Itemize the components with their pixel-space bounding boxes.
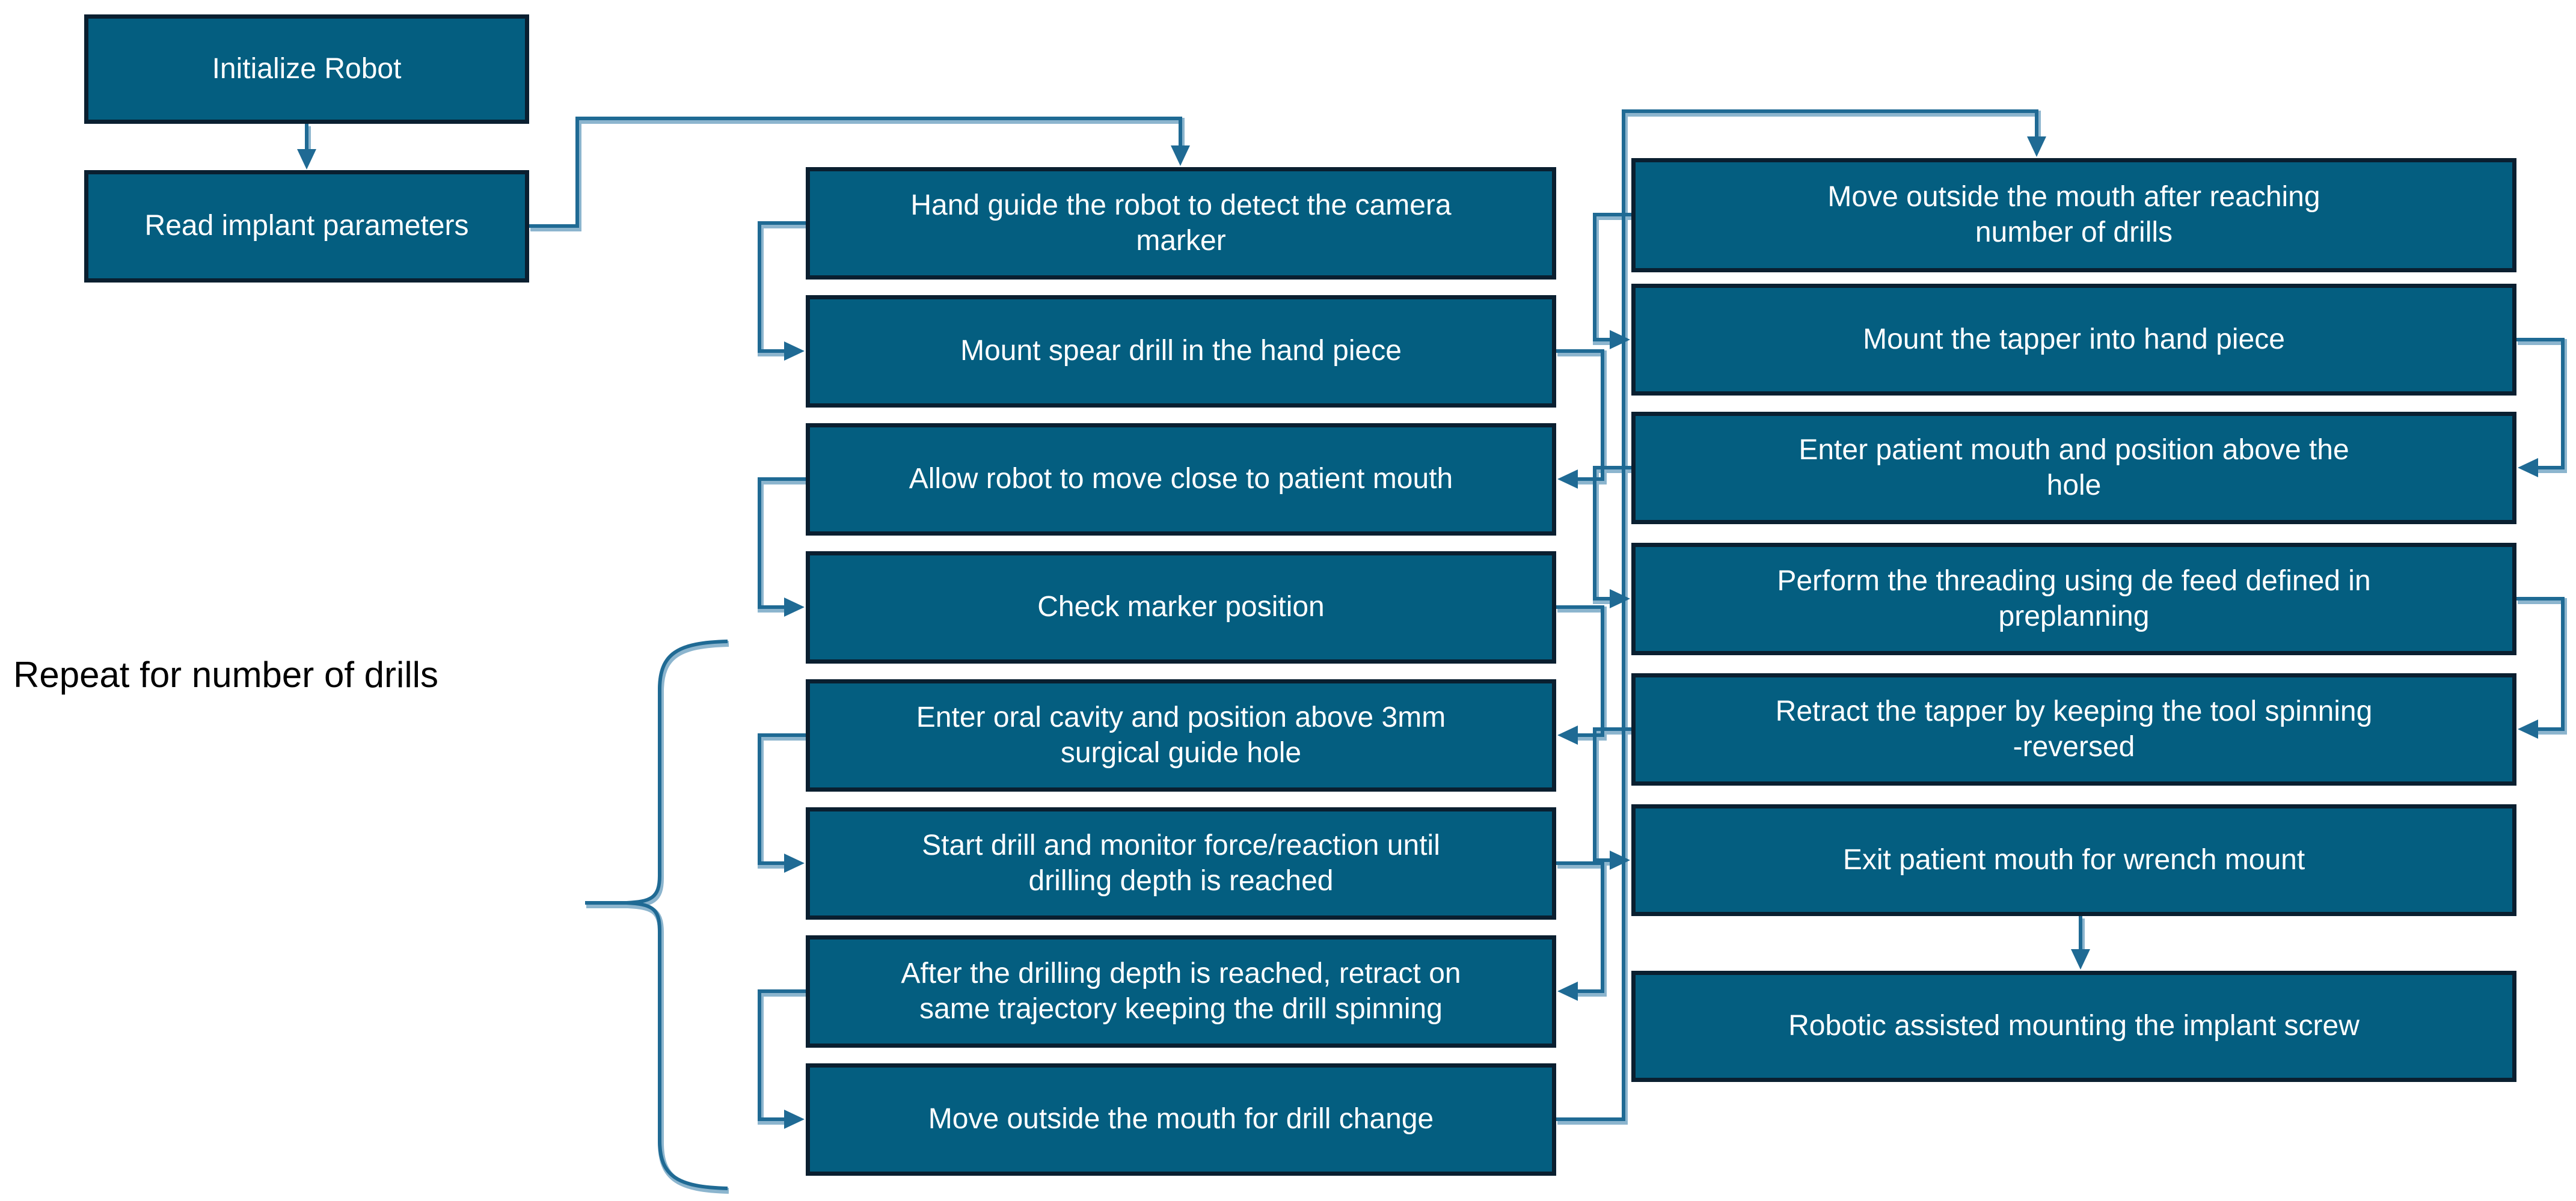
flow-node-robotic-mount-implant-screw: Robotic assisted mounting the implant sc… <box>1631 971 2516 1082</box>
edge-start-drill-monitor--retract-after-depth <box>1556 861 1604 993</box>
flow-node-retract-after-depth: After the drilling depth is reached, ret… <box>806 935 1556 1048</box>
edge-perform-threading--retract-tapper-reversed <box>2518 598 2567 735</box>
arrowhead-enter-patient-mouth--perform-threading <box>1610 589 1630 608</box>
edge-mount-spear-drill--allow-robot-close <box>1556 349 1604 481</box>
arrowhead-check-marker-position--enter-oral-cavity <box>1557 726 1578 745</box>
flow-node-mount-spear-drill: Mount spear drill in the hand piece <box>806 295 1556 408</box>
flow-node-enter-patient-mouth: Enter patient mouth and position above t… <box>1631 412 2516 524</box>
edge-enter-patient-mouth--perform-threading <box>1593 466 1631 600</box>
edge-retract-after-depth--move-outside-drill-change <box>758 991 807 1125</box>
flow-node-read-implant-parameters: Read implant parameters <box>84 170 529 283</box>
flow-node-hand-guide-detect-marker: Hand guide the robot to detect the camer… <box>806 167 1556 280</box>
edge-move-outside-after-drills--mount-tapper <box>1593 213 1631 341</box>
edge-mount-spear-drill--allow-robot-close <box>1557 350 1607 484</box>
arrowhead-enter-oral-cavity--start-drill-monitor <box>784 854 805 873</box>
arrowhead-retract-after-depth--move-outside-drill-change <box>784 1110 805 1129</box>
edge-move-outside-drill-change--move-outside-after-drills <box>1556 109 2038 1121</box>
flow-node-perform-threading: Perform the threading using de feed defi… <box>1631 543 2516 655</box>
edge-check-marker-position--enter-oral-cavity <box>1557 607 1607 741</box>
edge-retract-tapper-reversed--exit-for-wrench-mount <box>1593 727 1631 862</box>
flow-node-allow-robot-close: Allow robot to move close to patient mou… <box>806 423 1556 536</box>
edge-allow-robot-close--check-marker-position <box>758 477 806 609</box>
brace-main <box>626 640 728 1190</box>
arrowhead-allow-robot-close--check-marker-position <box>784 597 805 617</box>
flow-node-retract-tapper-reversed: Retract the tapper by keeping the tool s… <box>1631 673 2516 786</box>
arrowhead-move-outside-after-drills--mount-tapper <box>1610 330 1630 349</box>
arrowhead-move-outside-drill-change--move-outside-after-drills <box>2027 136 2046 157</box>
edge-enter-oral-cavity--start-drill-monitor <box>758 733 806 865</box>
edge-read-implant-parameters--hand-guide-detect-marker <box>529 117 1182 228</box>
edge-mount-tapper--enter-patient-mouth <box>2518 339 2567 473</box>
arrowhead-start-drill-monitor--retract-after-depth <box>1557 982 1578 1001</box>
flow-node-initialize-robot: Initialize Robot <box>84 14 529 124</box>
edge-start-drill-monitor--retract-after-depth <box>1557 863 1607 997</box>
arrowhead-retract-tapper-reversed--exit-for-wrench-mount <box>1610 851 1630 870</box>
edge-allow-robot-close--check-marker-position <box>758 478 807 613</box>
arrowhead-perform-threading--retract-tapper-reversed <box>2518 720 2538 739</box>
arrowhead-mount-spear-drill--allow-robot-close <box>1557 469 1578 489</box>
flow-node-check-marker-position: Check marker position <box>806 551 1556 664</box>
edge-hand-guide-detect-marker--mount-spear-drill <box>758 222 807 356</box>
edge-check-marker-position--enter-oral-cavity <box>1556 605 1604 737</box>
arrowhead-hand-guide-detect-marker--mount-spear-drill <box>784 341 805 361</box>
arrowhead-read-implant-parameters--hand-guide-detect-marker <box>1171 145 1190 166</box>
flow-node-exit-for-wrench-mount: Exit patient mouth for wrench mount <box>1631 804 2516 916</box>
flow-node-mount-tapper: Mount the tapper into hand piece <box>1631 284 2516 396</box>
edge-mount-tapper--enter-patient-mouth <box>2516 338 2565 469</box>
flow-node-enter-oral-cavity: Enter oral cavity and position above 3mm… <box>806 679 1556 792</box>
arrowhead-exit-for-wrench-mount--robotic-mount-implant-screw <box>2071 949 2090 970</box>
arrowhead-initialize-robot--read-implant-parameters <box>297 149 316 170</box>
flow-node-move-outside-drill-change: Move outside the mouth for drill change <box>806 1063 1556 1176</box>
flow-node-move-outside-after-drills: Move outside the mouth after reaching nu… <box>1631 158 2516 272</box>
edge-perform-threading--retract-tapper-reversed <box>2516 597 2565 731</box>
brace-highlight <box>627 641 729 1194</box>
edge-hand-guide-detect-marker--mount-spear-drill <box>758 221 806 353</box>
repeat-loop-label: Repeat for number of drills <box>13 655 438 695</box>
edge-retract-after-depth--move-outside-drill-change <box>758 989 806 1121</box>
flow-node-start-drill-monitor: Start drill and monitor force/reaction u… <box>806 807 1556 920</box>
edge-enter-oral-cavity--start-drill-monitor <box>758 735 807 869</box>
arrowhead-mount-tapper--enter-patient-mouth <box>2518 458 2538 477</box>
